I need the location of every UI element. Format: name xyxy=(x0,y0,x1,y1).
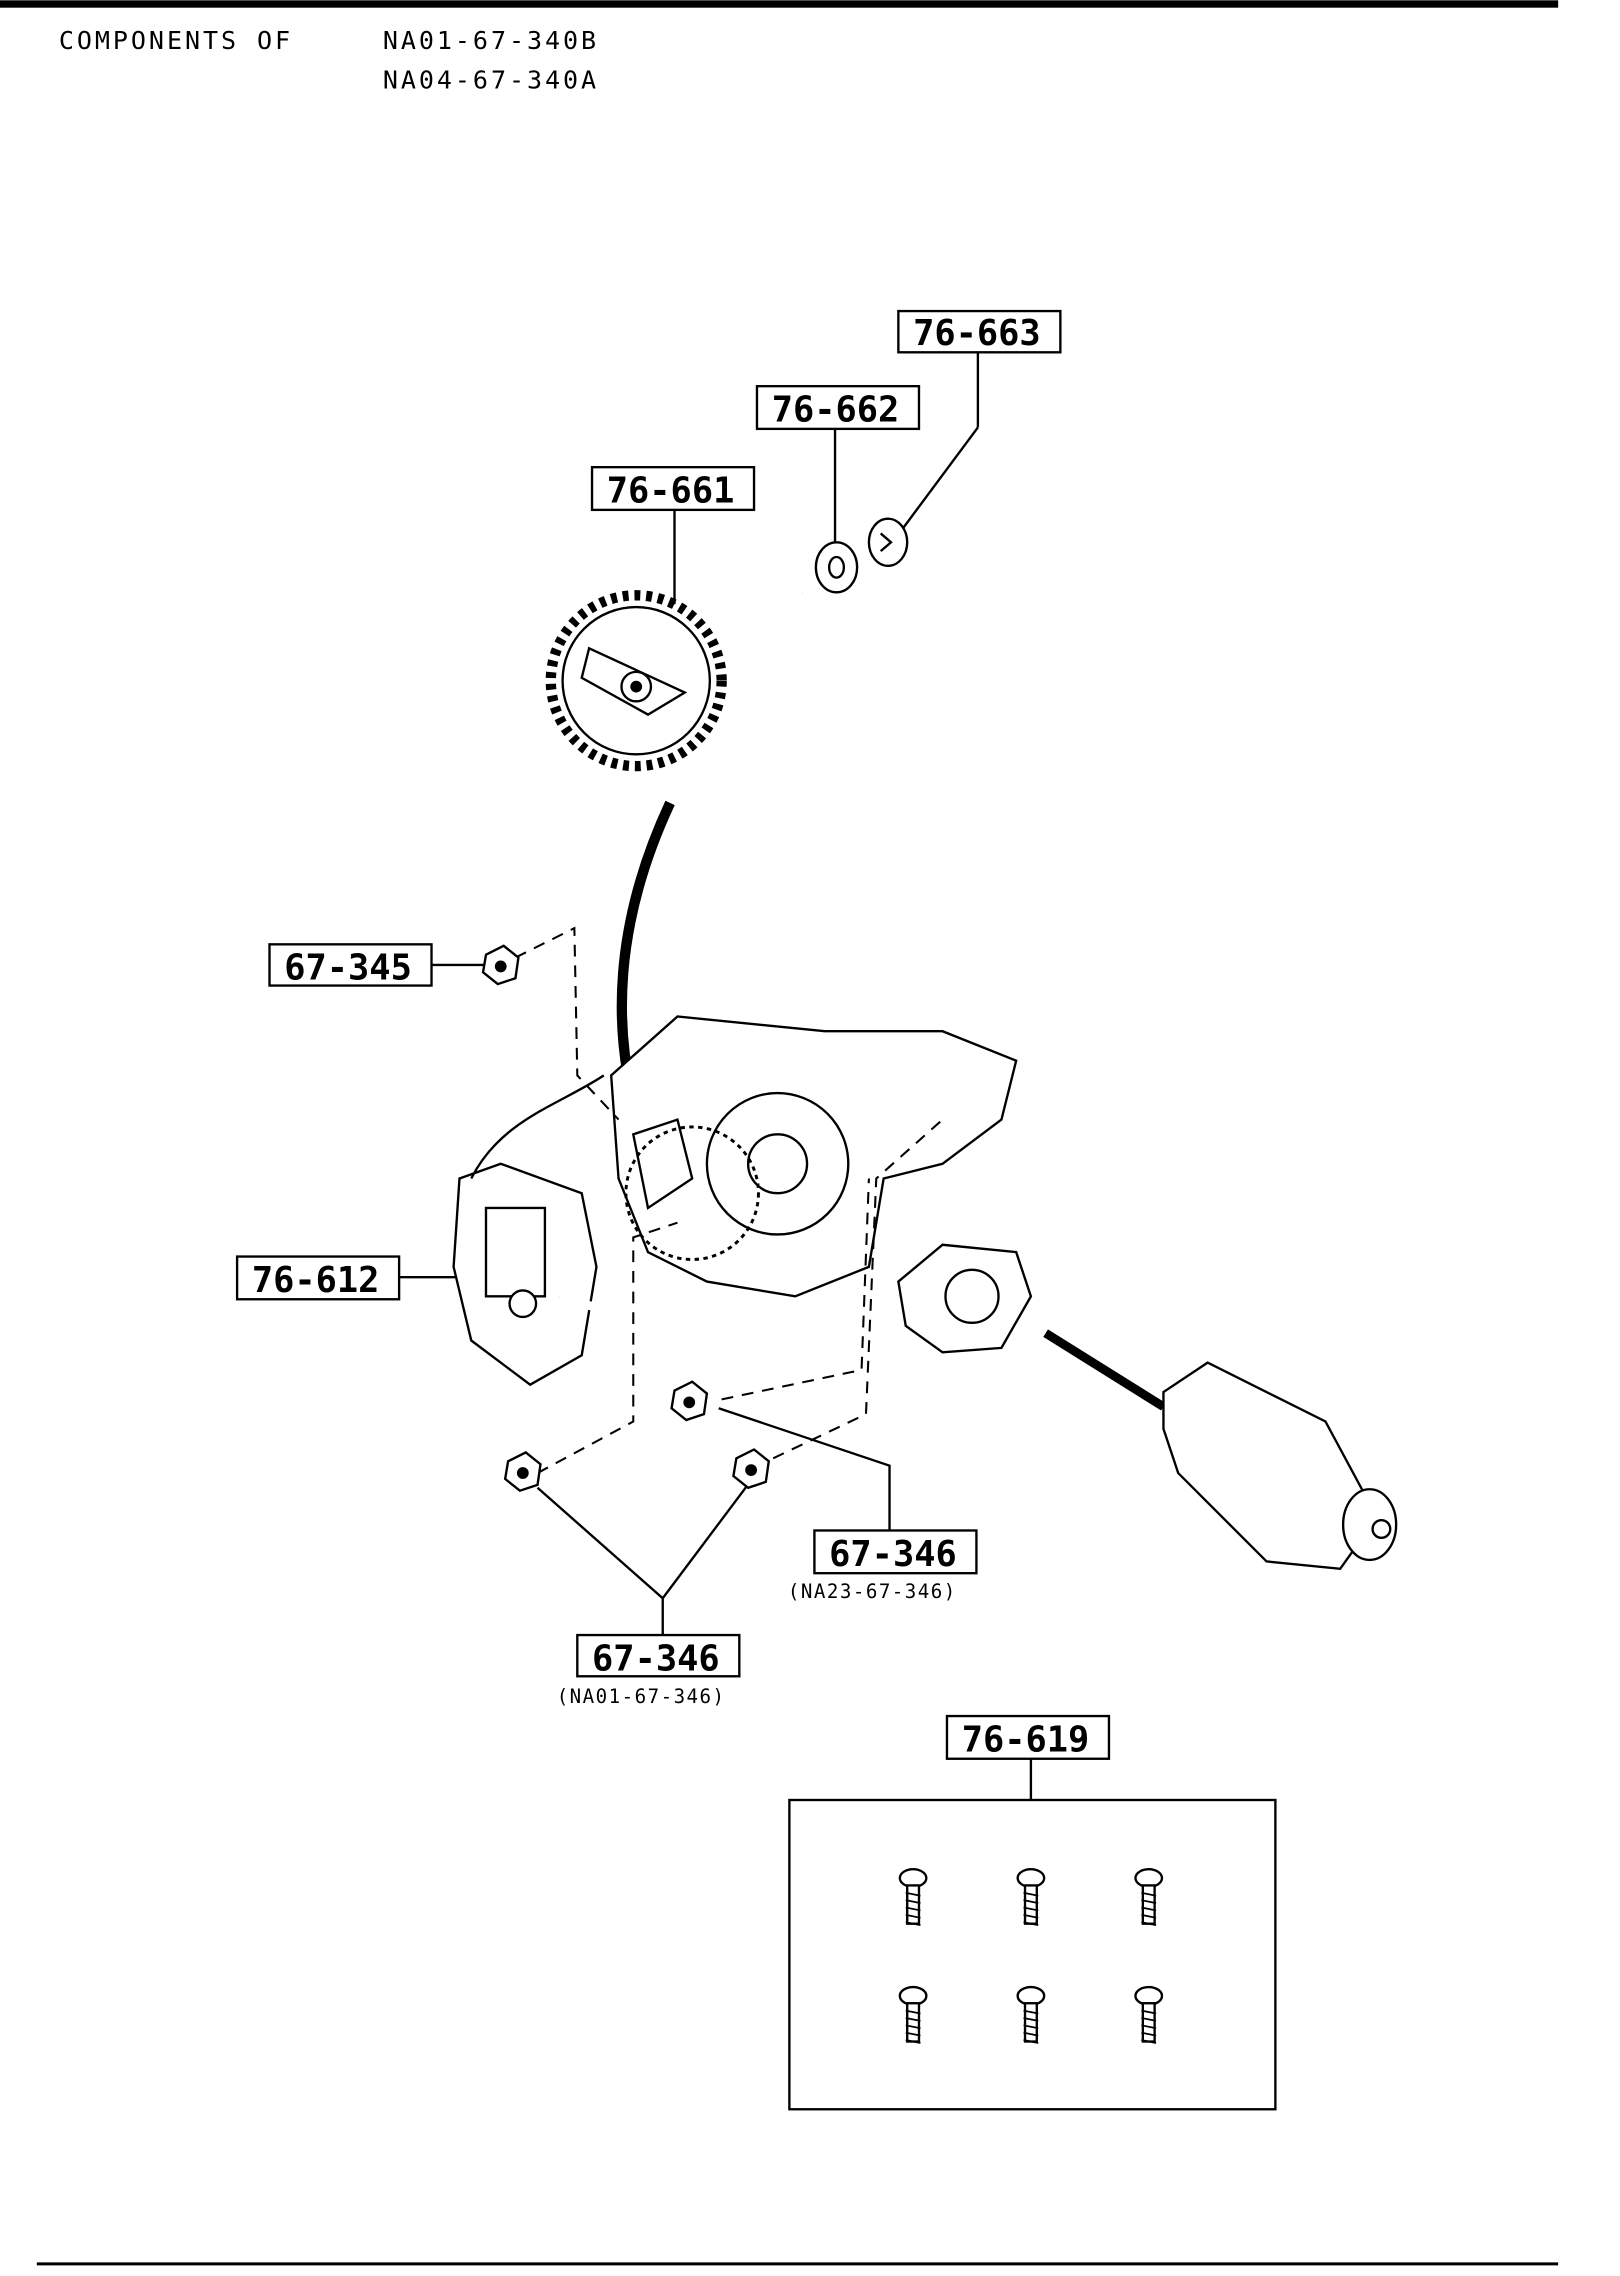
nut-icon xyxy=(732,1448,771,1490)
clip-icon xyxy=(867,517,909,568)
screw-icon xyxy=(1134,1985,1164,2044)
callout-sub-label: (NA23-67-346) xyxy=(788,1580,957,1603)
callout-sub-label: (NA01-67-346) xyxy=(557,1685,726,1708)
connector-icon xyxy=(452,1074,900,1387)
callout-label: 76-662 xyxy=(772,390,900,431)
callout-label: 76-612 xyxy=(252,1260,380,1301)
header-title-prefix: COMPONENTS OF xyxy=(59,26,293,55)
callout-76-619[interactable]: 76-619 xyxy=(945,1714,1111,1760)
callout-label: 67-346 xyxy=(829,1534,957,1575)
motor-icon xyxy=(1043,1329,1398,1571)
housing xyxy=(609,1015,1018,1298)
screw-icon xyxy=(898,1868,928,1927)
screw-set-box xyxy=(788,1798,1277,2111)
brush-holder-icon xyxy=(897,1243,1033,1354)
callout-67-346-left[interactable]: 67-346 xyxy=(576,1633,741,1679)
callout-76-663[interactable]: 76-663 xyxy=(897,309,1062,354)
callout-label: 76-663 xyxy=(913,313,1041,354)
callout-76-661[interactable]: 76-661 xyxy=(590,465,756,512)
nut-icon xyxy=(481,944,520,986)
callout-76-612[interactable]: 76-612 xyxy=(235,1255,401,1301)
callout-76-662[interactable]: 76-662 xyxy=(755,384,921,431)
header-part-number-2: NA04-67-340A xyxy=(383,66,599,95)
header-part-number-1: NA01-67-340B xyxy=(383,26,599,55)
top-rule xyxy=(0,0,1559,8)
callout-67-345[interactable]: 67-345 xyxy=(268,943,433,989)
gear-icon xyxy=(545,585,806,772)
callout-label: 67-346 xyxy=(592,1638,720,1679)
callout-67-346-right[interactable]: 67-346 xyxy=(813,1529,978,1575)
callout-label: 76-619 xyxy=(962,1719,1090,1760)
screw-icon xyxy=(1016,1985,1046,2044)
nut-icon xyxy=(503,1451,542,1493)
screw-icon xyxy=(898,1985,928,2044)
screw-icon xyxy=(1134,1868,1164,1927)
callout-label: 67-345 xyxy=(284,948,412,989)
screw-icon xyxy=(1016,1868,1046,1927)
nut-icon xyxy=(670,1380,709,1422)
callout-label: 76-661 xyxy=(607,471,735,512)
